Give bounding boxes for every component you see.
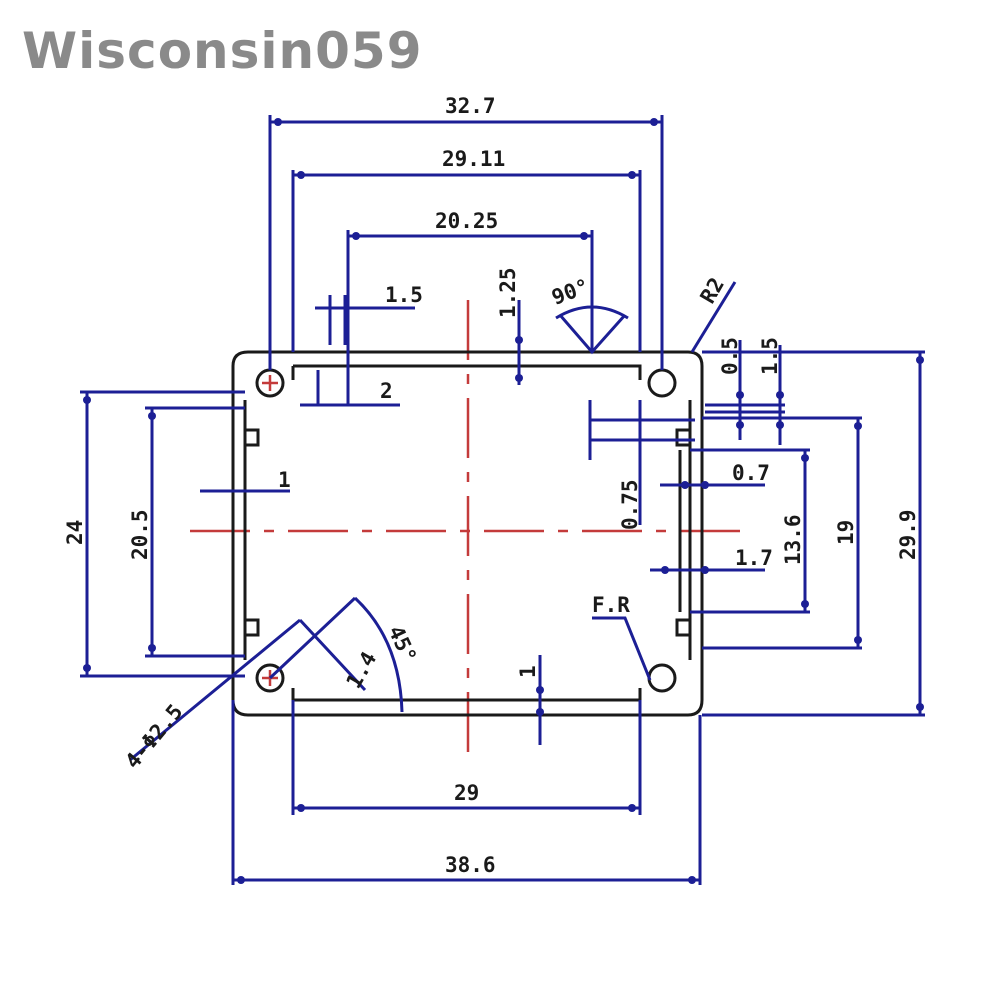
dim-top-wall-thickness: 1.25	[496, 267, 520, 318]
dim-rail-outer-height: 19	[834, 520, 858, 545]
dim-right-offset-b: 1.5	[758, 337, 782, 375]
dim-rail-offset: 0.75	[618, 479, 642, 530]
dim-top-wall-small: 1.5	[385, 283, 423, 307]
mount-hole-bottom-left	[255, 663, 285, 693]
dim-overall-bottom-width: 38.6	[445, 853, 496, 877]
dim-left-inner-height: 20.5	[128, 509, 152, 560]
dimension-arrowheads	[83, 118, 924, 884]
dim-rail-inner-height: 13.6	[781, 514, 805, 565]
dim-overall-top-width: 32.7	[445, 94, 496, 118]
dim-inner-top-width: 29.11	[442, 147, 505, 171]
dim-rail-depth: 1.7	[735, 546, 773, 570]
dim-slot-width: 20.25	[435, 209, 498, 233]
dim-angle-top: 90°	[549, 274, 593, 310]
dim-left-step: 2	[380, 379, 393, 403]
watermark: Wisconsin059	[22, 22, 423, 80]
dim-holes: 4-Φ2.5	[120, 700, 187, 774]
dim-left-wall: 1	[278, 468, 291, 492]
dim-right-offset-a: 0.5	[718, 337, 742, 375]
mount-hole-top-right	[647, 368, 677, 398]
mount-hole-bottom-right	[647, 663, 677, 693]
dim-bottom-wall: 1	[516, 665, 540, 678]
dim-bottom-inner-width: 29	[454, 781, 479, 805]
dim-fillet: F.R	[592, 593, 630, 617]
dim-rail-gap: 0.7	[732, 461, 770, 485]
dim-overall-height: 29.9	[896, 509, 920, 560]
dim-left-outer-height: 24	[63, 520, 87, 545]
dim-angle-bottom: 45°	[383, 622, 421, 667]
dimension-lines	[80, 115, 925, 885]
dim-hole-offset: 1.4	[342, 648, 382, 693]
